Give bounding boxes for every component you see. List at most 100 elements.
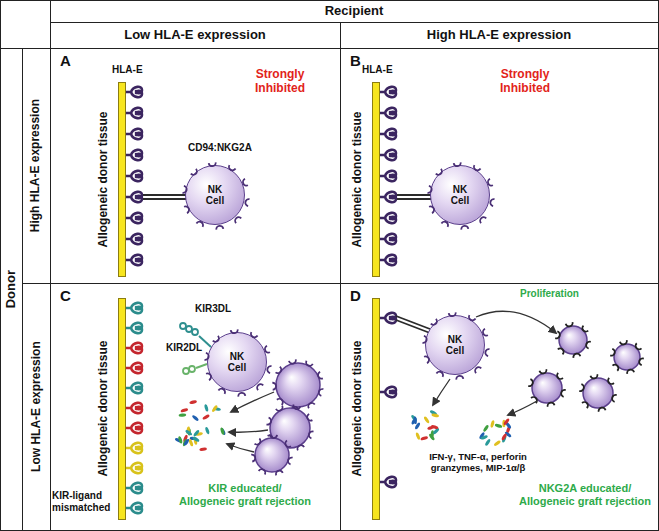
cell-receptor	[245, 199, 249, 206]
tissue-label: Allogeneic donor tissue	[351, 111, 364, 247]
cell-receptor	[436, 169, 442, 175]
hla-molecule	[126, 150, 142, 160]
cell-receptor	[579, 384, 584, 391]
receptor-chain	[396, 320, 430, 333]
cell-receptor	[474, 165, 481, 170]
cell-receptor	[422, 336, 426, 343]
hla-molecule	[126, 383, 142, 393]
cytokine	[420, 436, 428, 441]
nk-cell-drawing	[255, 438, 289, 472]
cell-receptor	[213, 336, 219, 342]
arrow	[229, 430, 268, 432]
row-header: High HLA-E expression	[22, 48, 50, 283]
text-line: NK	[228, 351, 246, 362]
cytokine	[483, 424, 490, 432]
cell-receptor	[270, 434, 277, 438]
cell-receptor	[528, 379, 533, 386]
cell-receptor	[184, 206, 189, 213]
cell-receptor	[308, 403, 314, 408]
text-line: NKG2A educated/	[519, 482, 651, 495]
cell-receptor	[613, 365, 619, 371]
text-line: IFN-γ, TNF-α, perforin	[429, 452, 527, 463]
cell-receptor	[488, 179, 493, 186]
cell-receptor	[191, 169, 197, 175]
cell-receptor	[485, 349, 489, 356]
text-line: Cell	[228, 362, 246, 373]
annotation-label: CD94:NKG2A	[188, 142, 252, 154]
cytokine	[413, 416, 417, 424]
annotation-label: HLA-E	[112, 64, 143, 76]
header-text: Low HLA-E expression	[29, 341, 42, 472]
text-line: KIR-ligand	[52, 490, 110, 502]
hla-molecule	[380, 477, 396, 487]
cytokine	[423, 416, 430, 424]
annotation-label: Proliferation	[520, 288, 579, 300]
annotation-label: KIR2DL	[166, 342, 202, 354]
arrow	[231, 392, 274, 412]
text-line: Allogeneic graft rejection	[519, 495, 651, 508]
header-text: High HLA-E expression	[427, 28, 571, 42]
cell-receptor	[196, 222, 203, 227]
cell-receptor	[573, 354, 580, 358]
annotation-label: HLA-E	[362, 64, 393, 76]
cell-receptor	[480, 217, 486, 223]
receptor-chain	[397, 198, 431, 200]
cell-receptor	[490, 199, 494, 206]
hla-molecule	[126, 192, 142, 202]
kir3dl-domain	[180, 323, 186, 329]
hla-molecule	[380, 213, 396, 223]
cytokine	[490, 420, 495, 428]
cell-receptor	[229, 165, 236, 170]
hla-molecule	[126, 423, 142, 433]
nk-cell: NK Cell	[425, 315, 485, 375]
hla-molecule	[126, 463, 142, 473]
annotation-label: KIR3DL	[195, 303, 231, 315]
text-line: Inhibited	[500, 82, 550, 96]
hla-molecule	[380, 313, 396, 323]
nk-cell: NK Cell	[207, 332, 267, 392]
hla-molecule	[126, 503, 142, 513]
header-text: Low HLA-E expression	[124, 28, 266, 42]
tissue-label-slot: Allogeneic donor tissue	[93, 83, 115, 276]
cell-label: NK Cell	[206, 184, 224, 206]
cell-receptor	[289, 359, 296, 363]
cell-receptor	[582, 326, 588, 332]
hla-molecule	[126, 363, 142, 373]
header-text: Donor	[4, 270, 18, 308]
cell-receptor	[427, 186, 431, 193]
text-line: Cell	[446, 345, 464, 356]
hla-molecule	[126, 87, 142, 97]
hla-molecule	[126, 171, 142, 181]
text-line: Cell	[206, 195, 224, 206]
table-line	[22, 283, 659, 284]
hla-molecule	[126, 234, 142, 244]
hla-molecule	[126, 303, 142, 313]
cell-receptor	[454, 162, 461, 166]
table-line	[22, 48, 23, 531]
panel-letter: A	[60, 53, 71, 70]
cell-receptor	[209, 162, 216, 166]
arrow	[227, 444, 254, 452]
annotation-label: KIR-ligand mismatched	[52, 490, 110, 513]
cell-receptor	[431, 319, 437, 325]
donor-tissue-bar: Allogeneic donor tissue	[118, 298, 126, 520]
tissue-label: Allogeneic donor tissue	[97, 111, 110, 247]
cell-receptor	[449, 312, 456, 316]
cell-label: NK Cell	[228, 351, 246, 373]
cytokine	[493, 440, 501, 447]
hla-molecule	[380, 234, 396, 244]
cell-receptor	[257, 384, 263, 390]
cytokine	[431, 424, 439, 430]
cell-receptor	[204, 353, 208, 360]
cytokine	[199, 447, 207, 451]
cytokine	[193, 429, 200, 437]
nk-cell: NK Cell	[185, 165, 245, 225]
cell-receptor	[441, 222, 448, 227]
cytokine	[501, 433, 508, 441]
cytokine	[431, 413, 439, 418]
hla-molecule	[126, 255, 142, 265]
annotation-label: KIR educated/ Allogeneic graft rejection	[179, 482, 311, 507]
cell-receptor	[288, 458, 293, 465]
text-line: Strongly	[255, 68, 305, 82]
cell-receptor	[255, 438, 261, 444]
